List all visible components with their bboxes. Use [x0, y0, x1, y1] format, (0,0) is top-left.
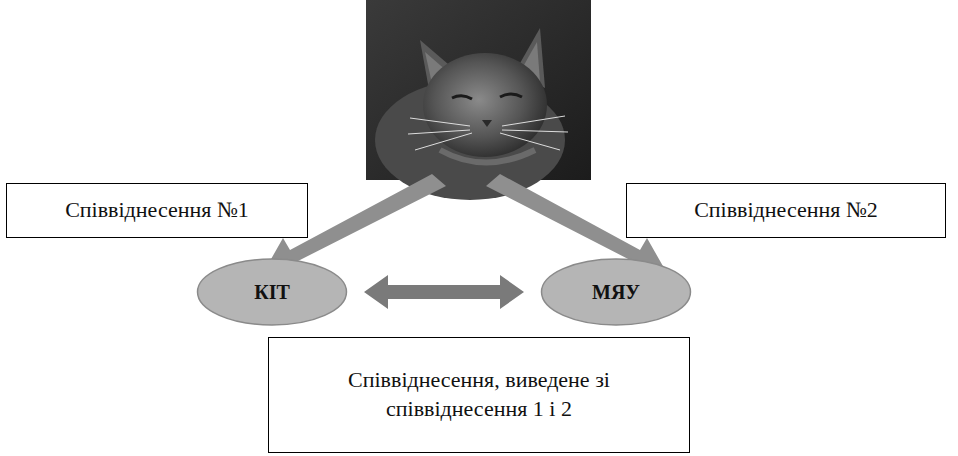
label-box: Співвіднесення №2 [626, 183, 946, 238]
double-arrow [364, 275, 524, 309]
derived-box: Співвіднесення, виведене зі співвіднесен… [268, 337, 690, 453]
node-text: Співвіднесення №1 [65, 196, 249, 225]
label-box: Співвіднесення №1 [6, 183, 308, 238]
cat-photo [366, 0, 591, 200]
node-text: МЯУ [592, 279, 640, 305]
node-text: КІТ [254, 279, 290, 305]
node-text: Співвіднесення №2 [694, 196, 878, 225]
concept-ellipse: МЯУ [540, 258, 692, 326]
concept-ellipse: КІТ [196, 258, 348, 326]
node-text: Співвіднесення, виведене зі співвіднесен… [348, 366, 610, 423]
ellipse-shape [198, 259, 347, 325]
ellipse-shape [542, 259, 691, 325]
